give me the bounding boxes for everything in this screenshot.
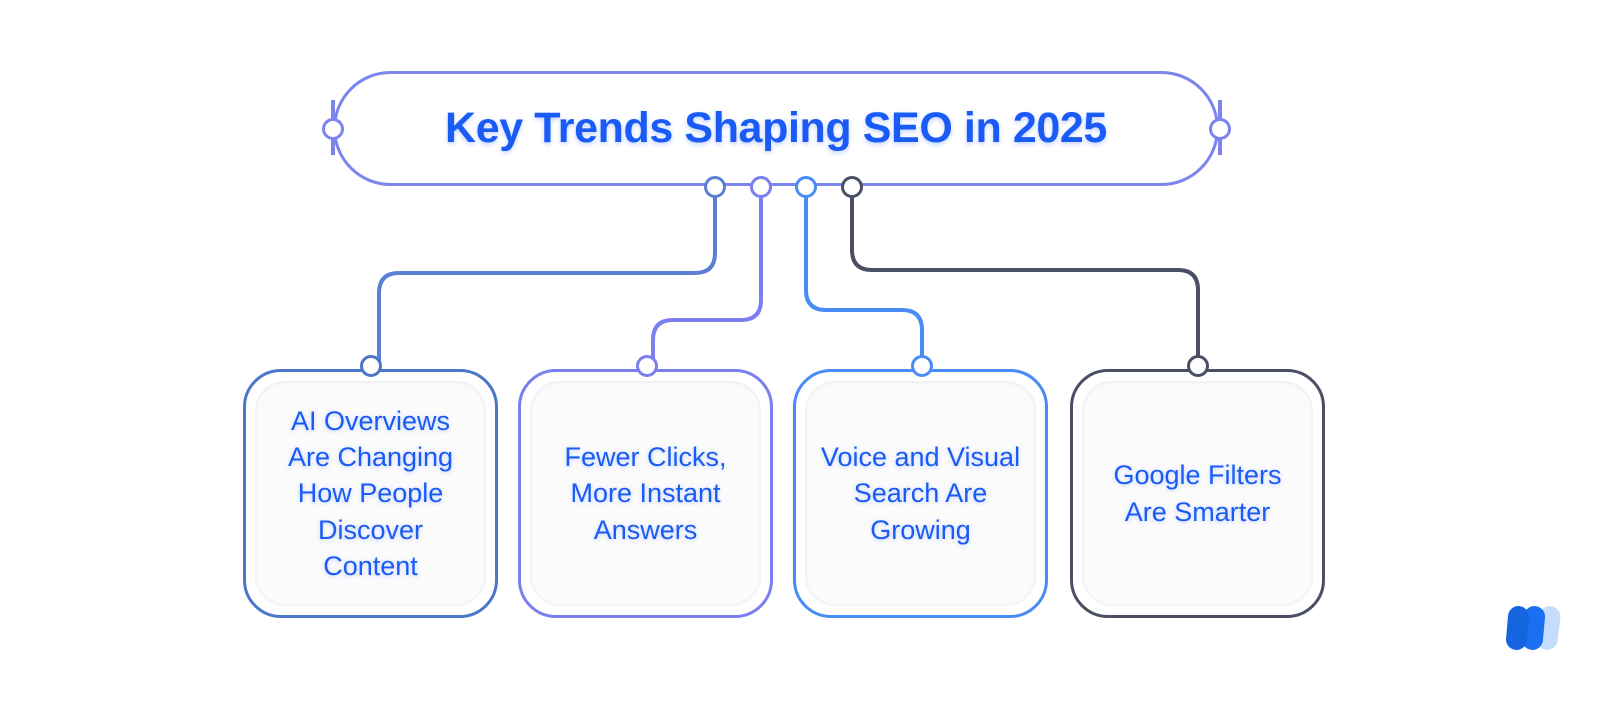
- card-2-node[interactable]: [636, 355, 658, 377]
- card-4-node[interactable]: [1187, 355, 1209, 377]
- trend-card-2-label: Fewer Clicks, More Instant Answers: [564, 442, 727, 545]
- connector-branch-2: [651, 185, 763, 368]
- connector-branch-3: [804, 185, 924, 368]
- trend-card-3-label: Voice and Visual Search Are Growing: [820, 442, 1021, 545]
- hub-right-port[interactable]: [1209, 118, 1231, 140]
- trend-card-2[interactable]: Fewer Clicks, More Instant Answers: [518, 369, 773, 618]
- card-1-node[interactable]: [360, 355, 382, 377]
- trend-card-1-label: AI Overviews Are Changing How People Dis…: [287, 406, 454, 581]
- brand-logo: [1505, 606, 1561, 650]
- logo-blade-dark: [1505, 606, 1530, 650]
- trend-card-4-label: Google Filters Are Smarter: [1113, 460, 1282, 527]
- page-title: Key Trends Shaping SEO in 2025: [445, 104, 1107, 152]
- trend-card-1[interactable]: AI Overviews Are Changing How People Dis…: [243, 369, 498, 618]
- hub-left-port[interactable]: [322, 118, 344, 140]
- hub-bottom-port-2[interactable]: [750, 176, 772, 198]
- hub-bottom-port-4[interactable]: [841, 176, 863, 198]
- card-3-node[interactable]: [911, 355, 933, 377]
- connector-branch-1: [377, 185, 717, 368]
- trend-card-3[interactable]: Voice and Visual Search Are Growing: [793, 369, 1048, 618]
- hub-node[interactable]: Key Trends Shaping SEO in 2025: [333, 71, 1219, 186]
- connector-branch-4: [850, 185, 1200, 368]
- trend-card-4[interactable]: Google Filters Are Smarter: [1070, 369, 1325, 618]
- hub-bottom-port-1[interactable]: [704, 176, 726, 198]
- hub-bottom-port-3[interactable]: [795, 176, 817, 198]
